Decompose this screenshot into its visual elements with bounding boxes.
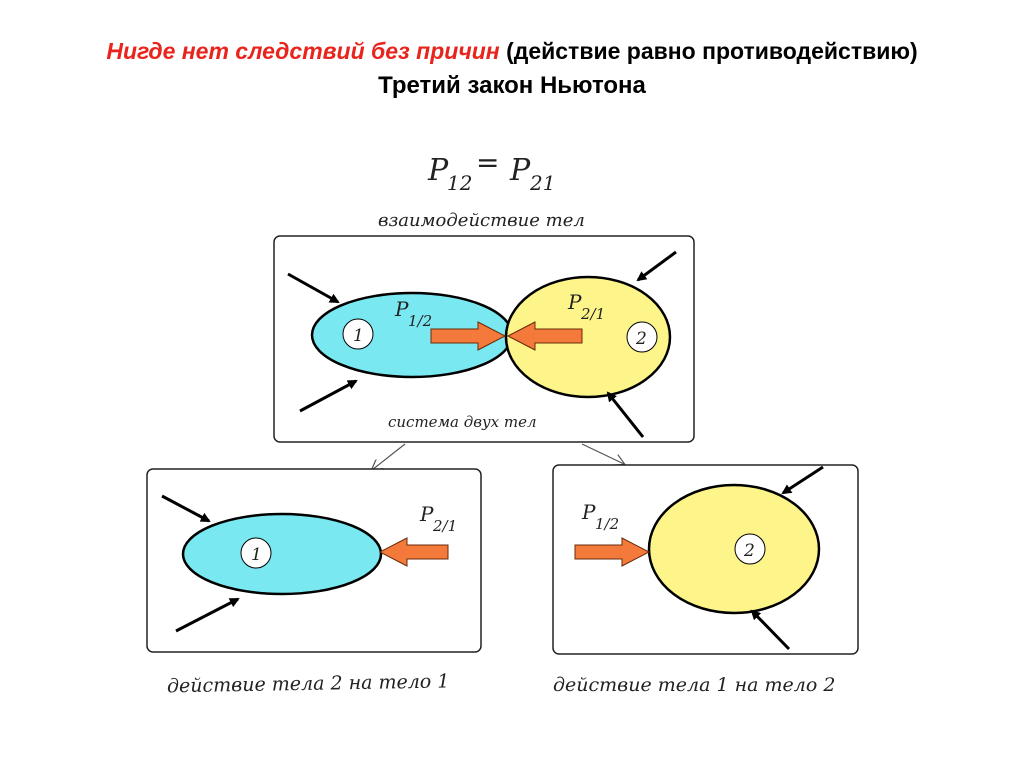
body-2-ellipse bbox=[504, 275, 672, 399]
p21-label: P bbox=[567, 290, 582, 314]
p12-subscript: 1/2 bbox=[595, 515, 619, 533]
external-force-arrow bbox=[287, 272, 340, 304]
caption-action-1-on-2: действие тела 1 на тело 2 bbox=[553, 674, 835, 696]
caption-action-2-on-1: действие тела 2 на тело 1 bbox=[167, 670, 450, 697]
p12-label: P bbox=[394, 297, 409, 321]
external-force-arrow bbox=[299, 379, 358, 413]
external-force-arrow bbox=[636, 250, 677, 282]
title-paren: (действие равно противодействию) bbox=[506, 38, 918, 64]
p21-subscript: 2/1 bbox=[580, 305, 605, 323]
formula-equals: = bbox=[476, 146, 499, 179]
force-arrow-p12 bbox=[574, 537, 651, 567]
p12-subscript: 1/2 bbox=[408, 312, 432, 330]
external-force-arrow bbox=[781, 465, 824, 495]
body-1-marker bbox=[342, 318, 374, 350]
formula-left-sub: 12 bbox=[447, 171, 472, 195]
force-arrow-p21 bbox=[506, 321, 583, 351]
system-label: система двух тел bbox=[388, 413, 537, 431]
body-2-marker bbox=[734, 533, 766, 565]
formula-left-p: P bbox=[427, 153, 449, 188]
body-2-marker bbox=[626, 321, 658, 353]
formula: P 12 = P 21 bbox=[427, 146, 555, 195]
body-1-marker bbox=[240, 537, 272, 569]
formula-right-sub: 21 bbox=[529, 171, 555, 195]
force-arrow-p21 bbox=[378, 537, 449, 567]
body-2-number: 2 bbox=[635, 329, 647, 349]
top-panel: 1 2 P 1/2 P 2/1 система двух тел bbox=[273, 235, 695, 443]
p21-subscript: 2/1 bbox=[432, 517, 457, 535]
page-title: Третий закон Ньютона bbox=[378, 72, 646, 99]
connector-arrow-left bbox=[372, 443, 406, 470]
external-force-arrow bbox=[750, 609, 791, 651]
bottom-right-panel: 2 P 1/2 bbox=[552, 464, 859, 655]
body-2-ellipse bbox=[647, 483, 821, 615]
body-2-number: 2 bbox=[743, 541, 755, 561]
interaction-label: взаимодействие тел bbox=[378, 210, 585, 231]
p21-label: P bbox=[419, 502, 434, 526]
p12-label: P bbox=[581, 500, 596, 524]
force-arrow-p12 bbox=[430, 321, 507, 351]
formula-right-p: P bbox=[509, 153, 531, 188]
external-force-arrow bbox=[606, 391, 645, 438]
external-force-arrow bbox=[161, 494, 211, 523]
title-line-1: Нигде нет следствий без причин (действие… bbox=[0, 38, 1024, 65]
connector-arrow-right bbox=[581, 443, 624, 464]
bottom-left-panel: 1 P 2/1 bbox=[146, 468, 482, 653]
body-1-number: 1 bbox=[353, 326, 364, 346]
title-emphasis: Нигде нет следствий без причин bbox=[106, 38, 500, 64]
external-force-arrow bbox=[175, 597, 240, 633]
body-1-ellipse bbox=[181, 512, 383, 596]
body-1-number: 1 bbox=[251, 545, 262, 565]
